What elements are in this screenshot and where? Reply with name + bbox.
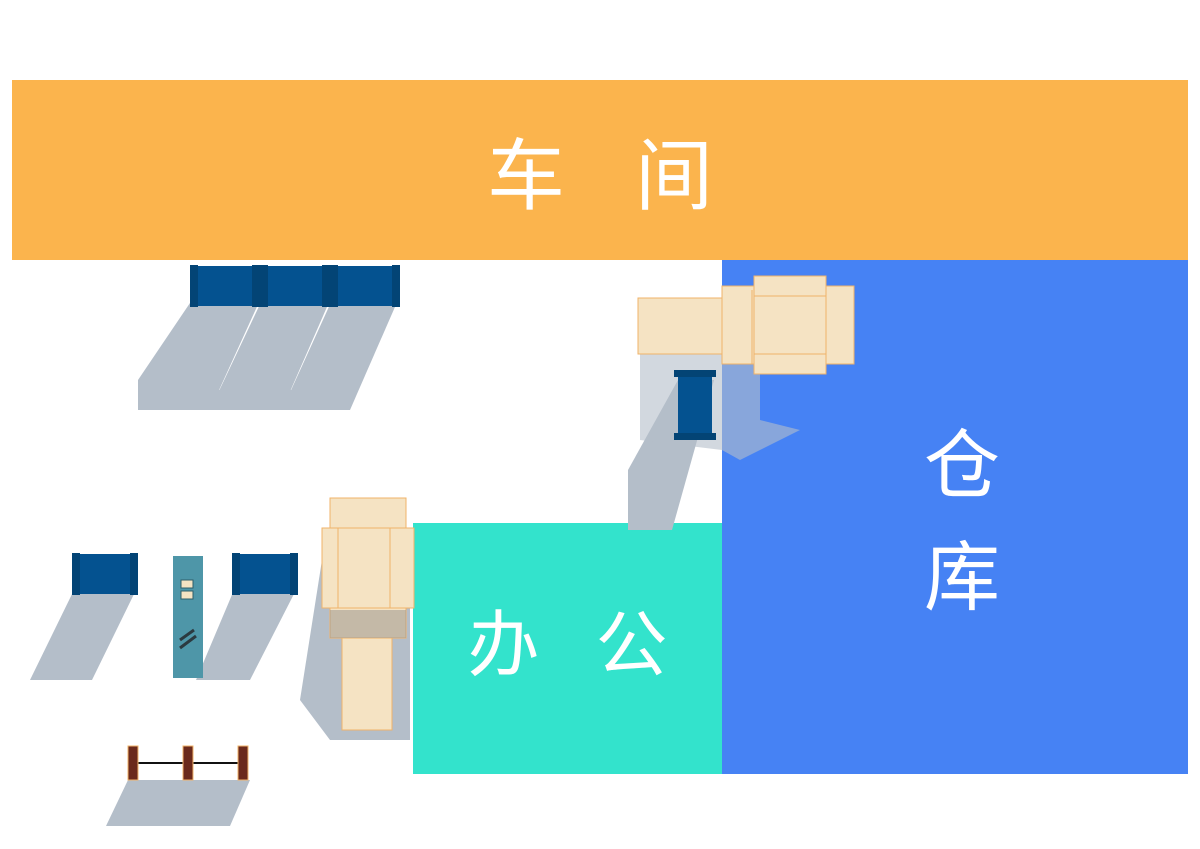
barrier-group (127, 745, 249, 781)
cardboard-box-icon (341, 631, 393, 731)
pipe-shadow (196, 590, 296, 680)
barrier-post-icon (182, 745, 194, 781)
box-stack-upper (637, 275, 855, 375)
blue-pipe-icon (190, 265, 260, 307)
barrier-post-icon (237, 745, 249, 781)
office-zone: 办公 (413, 523, 722, 774)
pipe-row-top (190, 265, 400, 307)
blue-pipe-icon (232, 553, 298, 595)
pipe-shadow (210, 300, 330, 410)
cardboard-box-icon (753, 275, 827, 375)
blue-pipe-icon (330, 265, 400, 307)
cardboard-box-icon (321, 527, 415, 609)
pipe-shadow (138, 390, 350, 410)
warehouse-label: 仓库 (911, 425, 1000, 649)
box-shadow (330, 610, 406, 638)
workshop-zone: 车间 (12, 80, 1188, 260)
blue-pipe-icon (72, 553, 138, 595)
pipe-shadow (282, 300, 398, 410)
barrier-post-icon (127, 745, 139, 781)
blue-pipe-icon (674, 370, 716, 440)
pipe-shadow (30, 590, 136, 680)
cardboard-box-icon (637, 297, 729, 355)
barrier-shadow (106, 780, 250, 826)
control-cabinet-icon (173, 556, 203, 678)
pipe-shadow (138, 300, 260, 410)
blue-pipe-icon (260, 265, 330, 307)
workshop-label: 车间 (486, 132, 783, 222)
office-label: 办公 (467, 603, 724, 687)
